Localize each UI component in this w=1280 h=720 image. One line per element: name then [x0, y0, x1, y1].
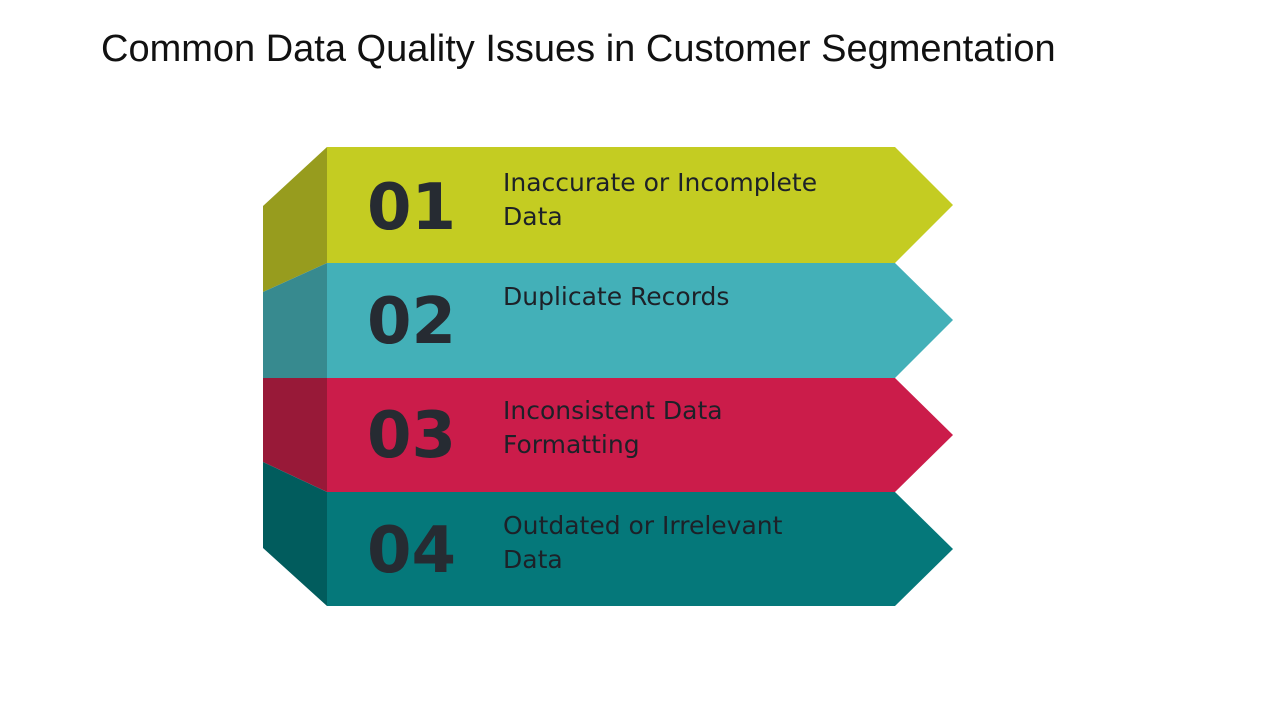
step-1-label-line-2: Data [503, 202, 563, 231]
step-3-side-face [263, 378, 327, 492]
step-4-label-line-2: Data [503, 545, 563, 574]
step-1-arrow-band [327, 147, 953, 263]
step-4-label-line-1: Outdated or Irrelevant [503, 511, 783, 540]
step-3-label-line-1: Inconsistent Data [503, 396, 723, 425]
slide-title: Common Data Quality Issues in Customer S… [101, 28, 1056, 70]
step-3-label-line-2: Formatting [503, 430, 640, 459]
step-2-number: 02 [367, 285, 456, 359]
step-2-arrow-band [327, 263, 953, 378]
step-1-label-line-1: Inaccurate or Incomplete [503, 168, 817, 197]
step-2-label-line-1: Duplicate Records [503, 282, 729, 311]
step-2-side-face [263, 263, 327, 378]
step-1-side-face [263, 147, 327, 292]
step-3-arrow-band [327, 378, 953, 492]
step-4-side-face [263, 462, 327, 606]
step-4-arrow-band [327, 492, 953, 606]
step-1-number: 01 [367, 171, 456, 245]
step-4-number: 04 [367, 514, 456, 588]
step-3-number: 03 [367, 399, 456, 473]
